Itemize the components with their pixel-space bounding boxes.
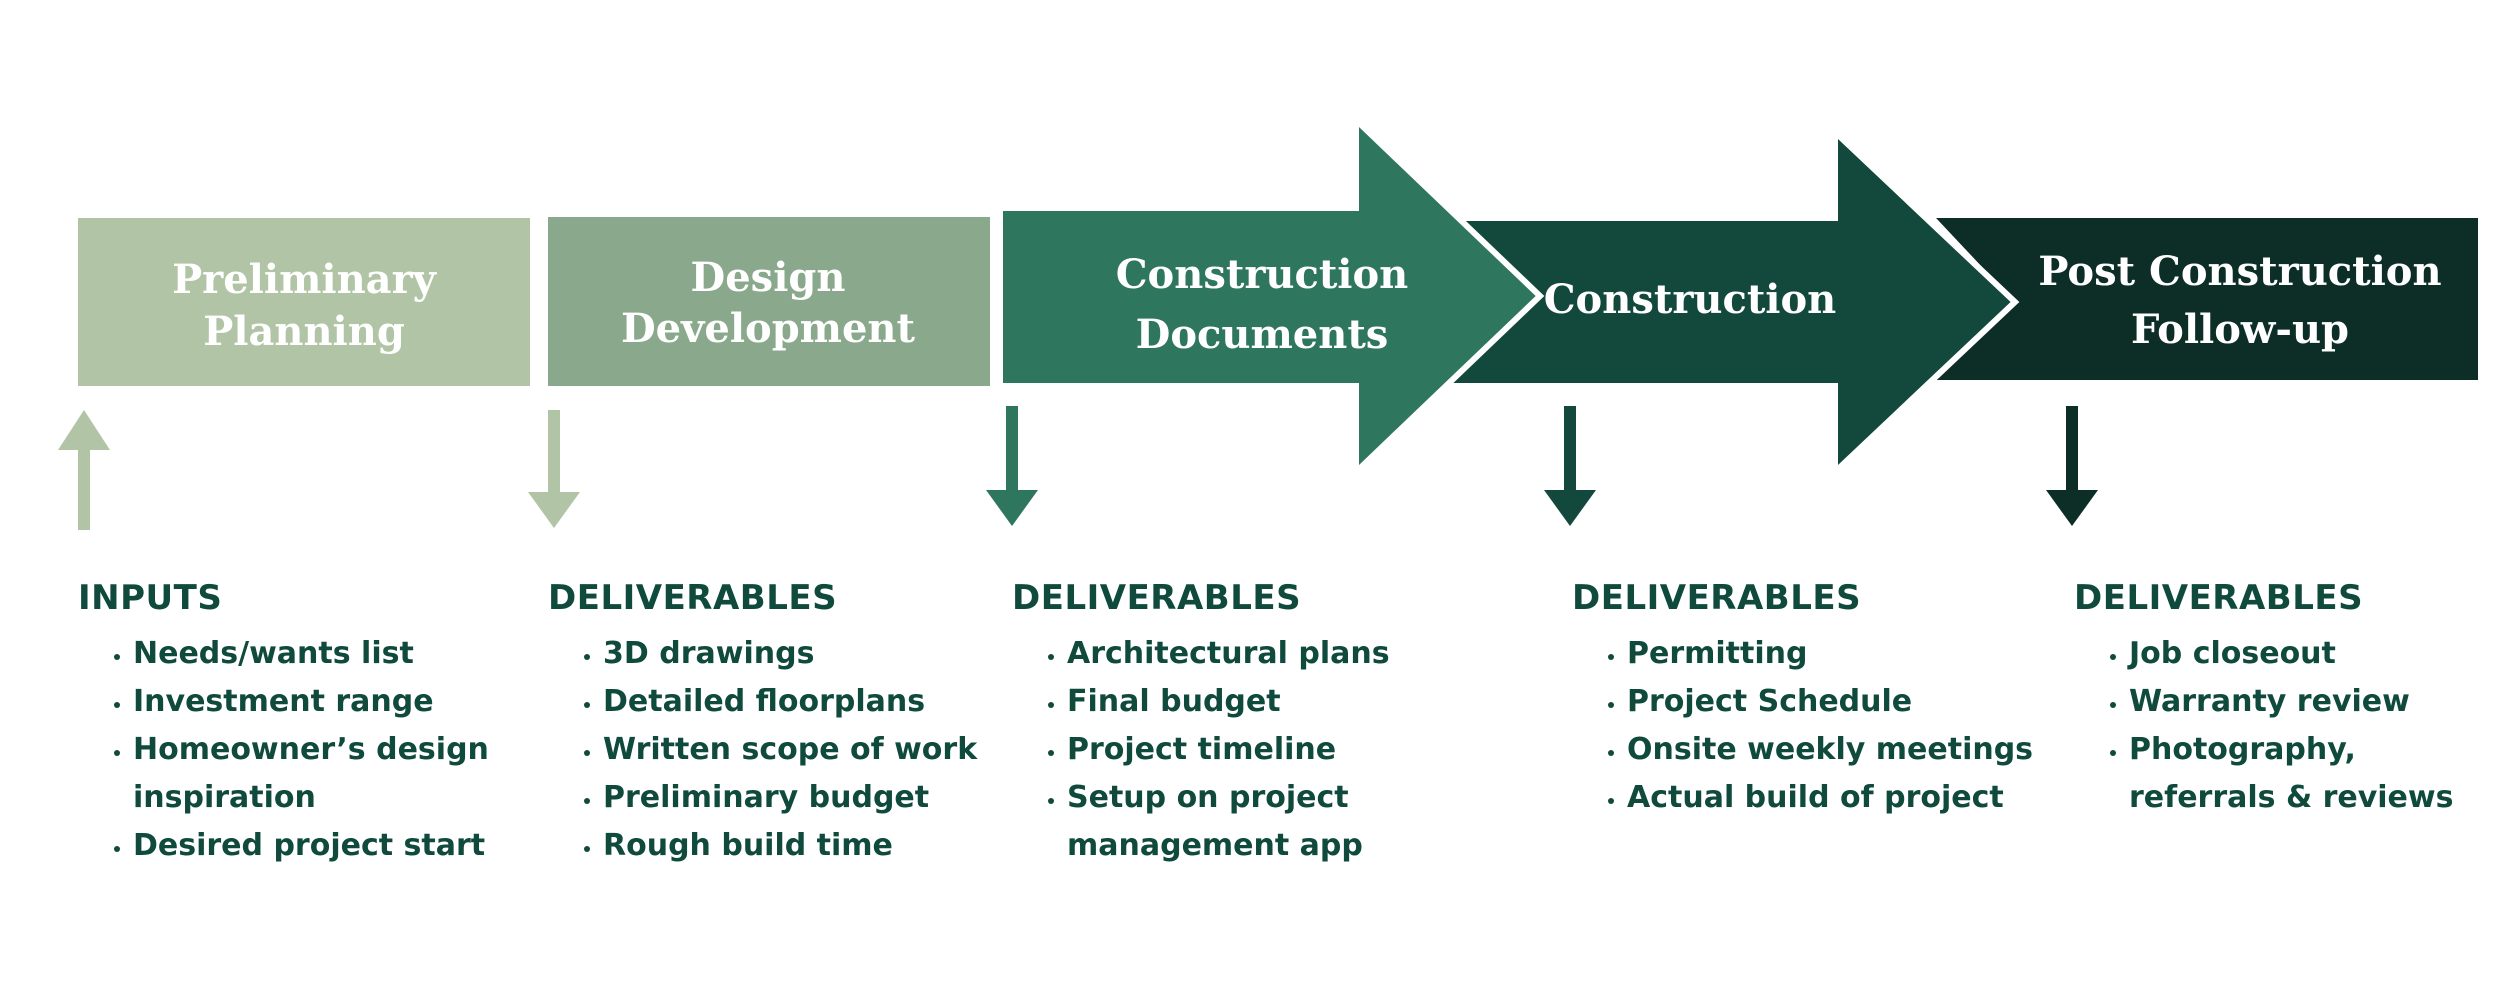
stage-construction-documents-title: Construction (1116, 251, 1409, 298)
design-development-deliverables: DELIVERABLES 3D drawings Detailed floorp… (548, 578, 1068, 870)
inputs-section: INPUTS Needs/wants list Investment range… (78, 578, 598, 870)
stage-post-construction-title-line2: Follow-up (2131, 306, 2349, 353)
section-list: Architectural plans Final budget Project… (1012, 630, 1532, 870)
section-heading: DELIVERABLES (548, 578, 838, 618)
list-item: Detailed floorplans (603, 678, 1068, 726)
list-item: Investment range (133, 678, 598, 726)
stage-preliminary-planning-title: Preliminary (172, 256, 438, 303)
stage-construction-documents-arrow (997, 112, 1545, 480)
section-list: Job closeout Warranty review Photography… (2074, 630, 2474, 822)
stage-preliminary-planning-title-line2: Planning (203, 308, 405, 355)
list-item: Warranty review (2129, 678, 2474, 726)
list-item: Project timeline (1067, 726, 1532, 774)
stage-preliminary-planning-box (78, 218, 530, 386)
section-heading: DELIVERABLES (1572, 578, 1862, 618)
list-item: Desired project start (133, 822, 598, 870)
stage-design-development-box (548, 217, 990, 386)
stage-construction-documents-title-line2: Documents (1136, 311, 1389, 358)
stage-construction-arrow-outline (1832, 129, 2020, 475)
list-item: Written scope of work (603, 726, 1068, 774)
stage-post-construction-title: Post Construction (2038, 248, 2441, 295)
list-item: Project Schedule (1627, 678, 2092, 726)
list-item: Rough build time (603, 822, 1068, 870)
deliverables-down-arrow-icon-1 (528, 410, 580, 528)
stage-post-construction-box (1936, 218, 2478, 380)
list-item: Setup on project management app (1067, 774, 1532, 870)
list-item: Final budget (1067, 678, 1532, 726)
list-item: Needs/wants list (133, 630, 598, 678)
list-item: Onsite weekly meetings (1627, 726, 2092, 774)
section-heading: DELIVERABLES (2074, 578, 2364, 618)
stage-construction-title: Construction (1544, 276, 1837, 323)
list-item: Preliminary budget (603, 774, 1068, 822)
deliverables-down-arrow-icon-3 (1544, 406, 1596, 526)
section-list: Needs/wants list Investment range Homeow… (78, 630, 598, 870)
section-heading: INPUTS (78, 578, 223, 618)
deliverables-down-arrow-icon-4 (2046, 406, 2098, 526)
construction-deliverables: DELIVERABLES Permitting Project Schedule… (1572, 578, 2092, 822)
list-item: 3D drawings (603, 630, 1068, 678)
list-item: Homeowner’s design inspiration (133, 726, 598, 822)
deliverables-down-arrow-icon-2 (986, 406, 1038, 526)
list-item: Architectural plans (1067, 630, 1532, 678)
list-item: Photography, referrals & reviews (2129, 726, 2474, 822)
stage-design-development-title-line2: Development (621, 305, 916, 352)
section-heading: DELIVERABLES (1012, 578, 1302, 618)
construction-documents-deliverables: DELIVERABLES Architectural plans Final b… (1012, 578, 1532, 870)
input-up-arrow-icon (58, 410, 110, 530)
list-item: Job closeout (2129, 630, 2474, 678)
section-list: Permitting Project Schedule Onsite weekl… (1572, 630, 2092, 822)
list-item: Actual build of project (1627, 774, 2092, 822)
section-list: 3D drawings Detailed floorplans Written … (548, 630, 1068, 870)
list-item: Permitting (1627, 630, 2092, 678)
post-construction-deliverables: DELIVERABLES Job closeout Warranty revie… (2074, 578, 2474, 822)
stage-design-development-title: Design (691, 254, 846, 301)
